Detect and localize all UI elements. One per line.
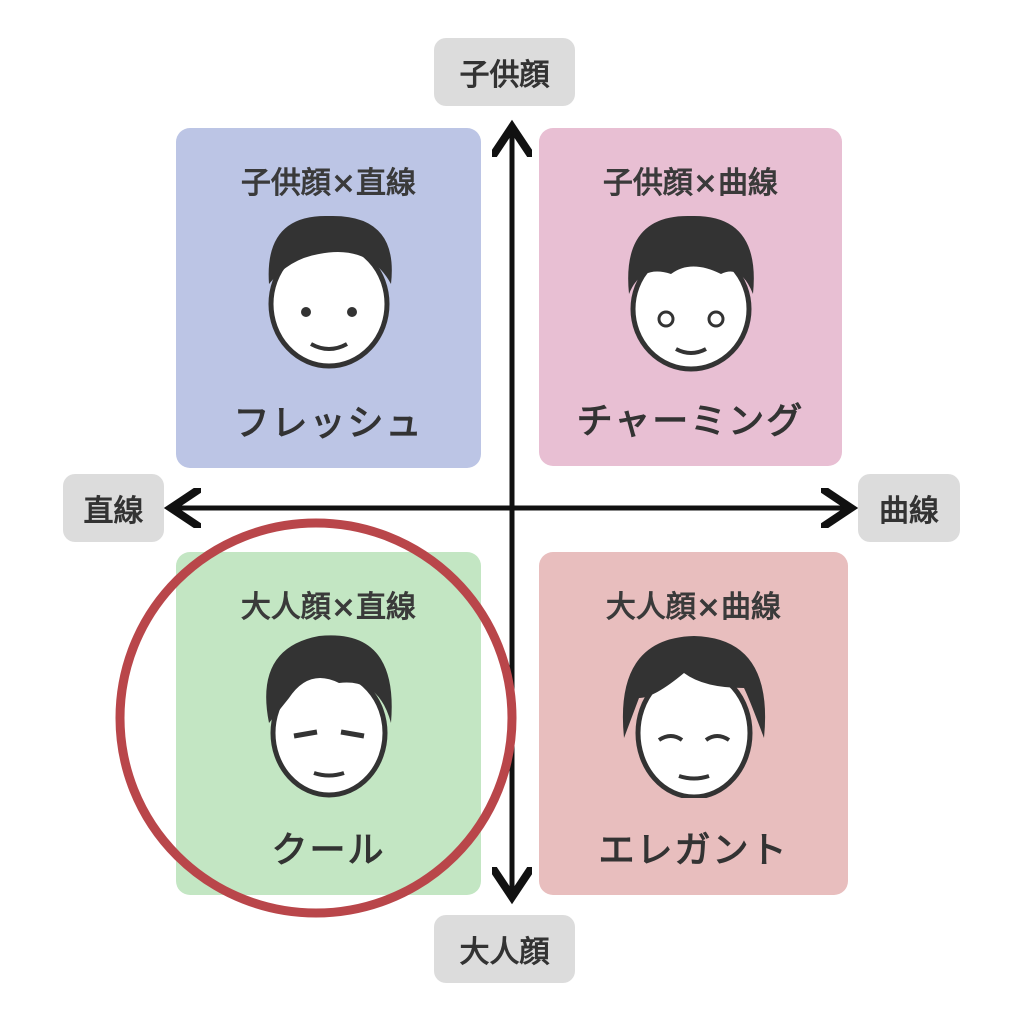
face-icon (622, 636, 765, 798)
quadrant-title: 大人顔×曲線 (605, 590, 782, 625)
quadrant-name: チャーミング (576, 401, 805, 442)
quadrant-title: 子供顔×曲線 (602, 166, 779, 201)
quadrant-title: 大人顔×直線 (240, 590, 417, 625)
quadrant-fresh: 子供顔×直線 フレッシュ (176, 128, 481, 468)
highlight-circle (115, 518, 517, 918)
face-icon (265, 635, 392, 798)
axis-label-bottom: 大人顔 (434, 915, 575, 983)
quadrant-cool: 大人顔×直線 クール (176, 552, 481, 895)
quadrant-name: フレッシュ (233, 403, 424, 444)
axis-label-left: 直線 (63, 474, 164, 542)
quadrant-title: 子供顔×直線 (240, 166, 417, 201)
quadrant-charming: 子供顔×曲線 チャーミング (539, 128, 842, 466)
axis-label-right: 曲線 (858, 474, 960, 542)
quadrant-elegant: 大人顔×曲線 エレガント (539, 552, 848, 895)
axis-label-top: 子供顔 (434, 38, 575, 106)
face-icon (268, 215, 392, 369)
face-icon (627, 215, 754, 372)
quadrant-name: エレガント (598, 830, 789, 871)
quadrant-name: クール (271, 830, 386, 871)
